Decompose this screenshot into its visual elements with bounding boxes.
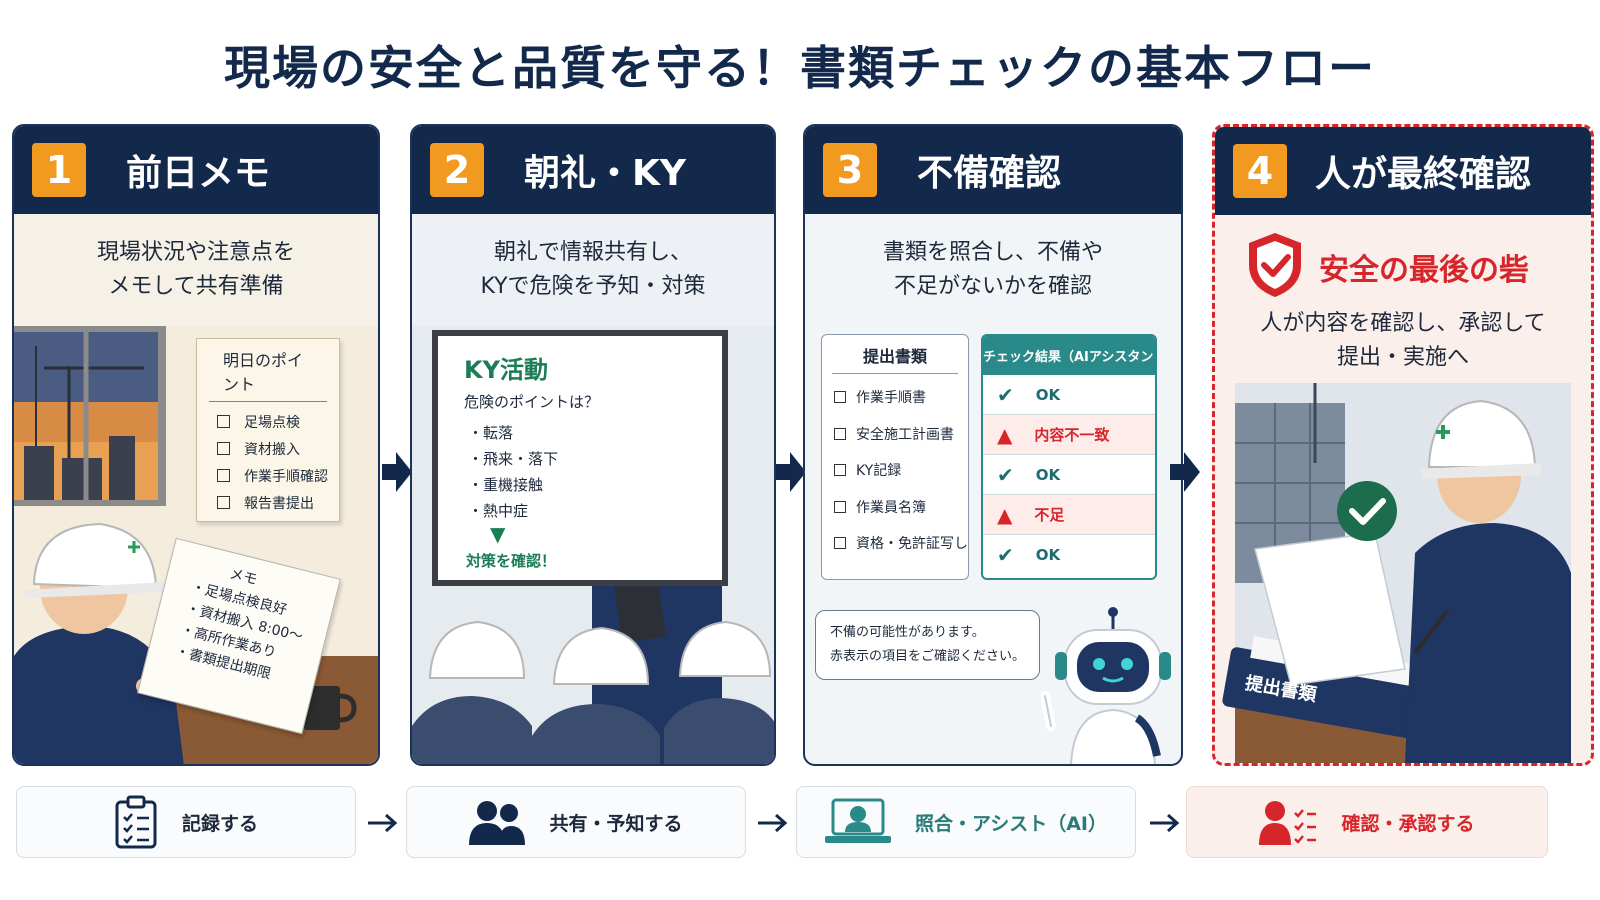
results-title: チェック結果（AIアシスタント） (983, 336, 1155, 375)
doc-list-item: 安全施工計画書 (822, 417, 968, 454)
step-header-1: 1 前日メモ (14, 126, 378, 214)
final-check-illustration (1222, 383, 1571, 763)
worker-writing-illustration (14, 522, 212, 764)
step-desc-3-line-1: 書類を照合し、不備や (882, 240, 1103, 265)
step-title-4: 人が最終確認 (1315, 154, 1532, 195)
step-panel-1: 1 前日メモ 現場状況や注意点を メモして共有準備 (12, 124, 380, 766)
shield-check-icon (1249, 233, 1301, 297)
step-desc-4-line-1: 人が内容を確認し、承認して (1260, 311, 1546, 336)
people-icon (469, 801, 526, 845)
step-desc-1-line-2: メモして共有準備 (108, 274, 284, 299)
ai-robot-illustration (1041, 607, 1171, 764)
warning-icon: ▲ (997, 422, 1013, 447)
step-desc-1: 現場状況や注意点を メモして共有準備 (14, 236, 378, 304)
doc-list-title: 提出書類 (832, 335, 958, 374)
step-desc-2: 朝礼で情報共有し、 KYで危険を予知・対策 (412, 236, 774, 304)
bottom-arrow-1 (368, 813, 398, 833)
step-number-1: 1 (32, 143, 86, 197)
memo-card-title: 明日のポイント (209, 339, 327, 402)
bubble-line-1: 不備の可能性があります。 (830, 625, 985, 640)
flow-arrow-1 (382, 452, 412, 492)
bottom-action-approve: 確認・承認する (1186, 786, 1548, 858)
clipboard-checklist-icon (115, 795, 157, 849)
result-text: OK (1035, 546, 1061, 564)
bottom-action-record: 記録する (16, 786, 356, 858)
doc-list-item: 作業員名簿 (822, 490, 968, 527)
step-number-4: 4 (1233, 144, 1287, 198)
warning-icon: ▲ (997, 502, 1013, 527)
memo-card-item: 足場点検 (197, 410, 339, 437)
memo-card-tomorrow: 明日のポイント 足場点検 資材搬入 作業手順確認 報告書提出 (196, 338, 340, 522)
doc-list-item: 資格・免許証写し (822, 526, 968, 563)
check-icon: ✔ (997, 543, 1014, 567)
step-desc-4: 人が内容を確認し、承認して 提出・実施へ (1215, 307, 1591, 375)
last-line-of-defense-title: 安全の最後の砦 (1319, 253, 1529, 288)
result-row: ✔ OK (983, 455, 1155, 495)
result-row: ▲ 不足 (983, 495, 1155, 535)
step-number-2: 2 (430, 143, 484, 197)
doc-list-item: KY記録 (822, 453, 968, 490)
ky-board-item: ・熱中症 (468, 502, 529, 520)
result-text: OK (1035, 465, 1061, 484)
inspector-worker-illustration (1254, 399, 1571, 763)
step-desc-2-line-2: KYで危険を予知・対策 (480, 274, 706, 299)
green-check-icon (1337, 481, 1397, 541)
bottom-label: 照合・アシスト（AI） (914, 812, 1107, 835)
check-icon: ✔ (997, 382, 1014, 407)
result-row: ✔ OK (983, 375, 1155, 415)
ky-board-conclusion: 対策を確認！ (466, 552, 557, 570)
step-header-4: 4 人が最終確認 (1215, 127, 1591, 215)
step-panel-3: 3 不備確認 書類を照合し、不備や 不足がないかを確認 提出書類 作業手順書 安… (803, 124, 1183, 766)
coffee-mug-illustration (304, 686, 357, 730)
ky-board-item: ・転落 (468, 424, 514, 442)
step-desc-3-line-2: 不足がないかを確認 (893, 274, 1092, 299)
bottom-action-ai-assist: 照合・アシスト（AI） (796, 786, 1136, 858)
doc-list-item: 作業手順書 (822, 380, 968, 417)
check-icon: ✔ (997, 462, 1014, 487)
step-desc-4-line-2: 提出・実施へ (1336, 345, 1469, 370)
ky-board-question: 危険のポイントは？ (464, 393, 600, 411)
bottom-action-share: 共有・予知する (406, 786, 746, 858)
bottom-label: 記録する (181, 812, 258, 835)
bottom-label: 共有・予知する (549, 812, 683, 835)
window-illustration (14, 326, 166, 506)
ky-board-item: ・飛来・落下 (468, 450, 559, 468)
laptop-ai-icon (824, 798, 891, 843)
ky-board-item: ・重機接触 (468, 476, 544, 494)
ky-whiteboard: KY活動 危険のポイントは？ ・転落 ・飛来・落下 ・重機接触 ・熱中症 ▼ 対… (432, 330, 728, 586)
ky-board-title: KY活動 (464, 356, 548, 384)
person-check-icon (1259, 801, 1317, 845)
step-panel-4: 4 人が最終確認 安全の最後の砦 人が内容を確認し、承認して 提出・実施へ (1212, 124, 1594, 766)
step-desc-1-line-1: 現場状況や注意点を (96, 240, 295, 265)
ai-check-results: チェック結果（AIアシスタント） ✔ OK ▲ 内容不一致 ✔ OK ▲ 不足 … (981, 334, 1157, 580)
page-title: 現場の安全と品質を守る！書類チェックの基本フロー (224, 41, 1376, 95)
bottom-arrow-2 (758, 813, 788, 833)
flow-arrow-3 (1170, 452, 1200, 492)
step-title-2: 朝礼・KY (524, 153, 686, 194)
bottom-arrow-3 (1150, 813, 1180, 833)
down-arrow-icon: ▼ (490, 522, 506, 546)
submitted-documents-list: 提出書類 作業手順書 安全施工計画書 KY記録 作業員名簿 資格・免許証写し (821, 334, 969, 580)
bottom-label: 確認・承認する (1341, 812, 1475, 835)
step-header-2: 2 朝礼・KY (412, 126, 774, 214)
step-desc-3: 書類を照合し、不備や 不足がないかを確認 (805, 236, 1181, 304)
ai-speech-bubble: 不備の可能性があります。 赤表示の項目をご確認ください。 (815, 610, 1041, 680)
step-title-1: 前日メモ (126, 153, 271, 194)
memo-card-item: 報告書提出 (197, 491, 339, 518)
result-text: 内容不一致 (1034, 426, 1110, 444)
step-desc-2-line-1: 朝礼で情報共有し、 (493, 240, 692, 265)
memo-card-item: 資材搬入 (197, 437, 339, 464)
bubble-line-2: 赤表示の項目をご確認ください。 (830, 649, 1026, 664)
memo-card-item: 作業手順確認 (197, 464, 339, 491)
step-header-3: 3 不備確認 (805, 126, 1181, 214)
result-text: 不足 (1034, 506, 1065, 524)
result-row: ▲ 内容不一致 (983, 415, 1155, 455)
step-number-3: 3 (823, 143, 877, 197)
audience-workers-illustration (412, 620, 774, 764)
result-row: ✔ OK (983, 535, 1155, 575)
step-panel-2: 2 朝礼・KY 朝礼で情報共有し、 KYで危険を予知・対策 KY活動 危 (410, 124, 776, 766)
step-title-3: 不備確認 (917, 153, 1062, 194)
flow-arrow-2 (776, 452, 806, 492)
result-text: OK (1035, 385, 1061, 404)
